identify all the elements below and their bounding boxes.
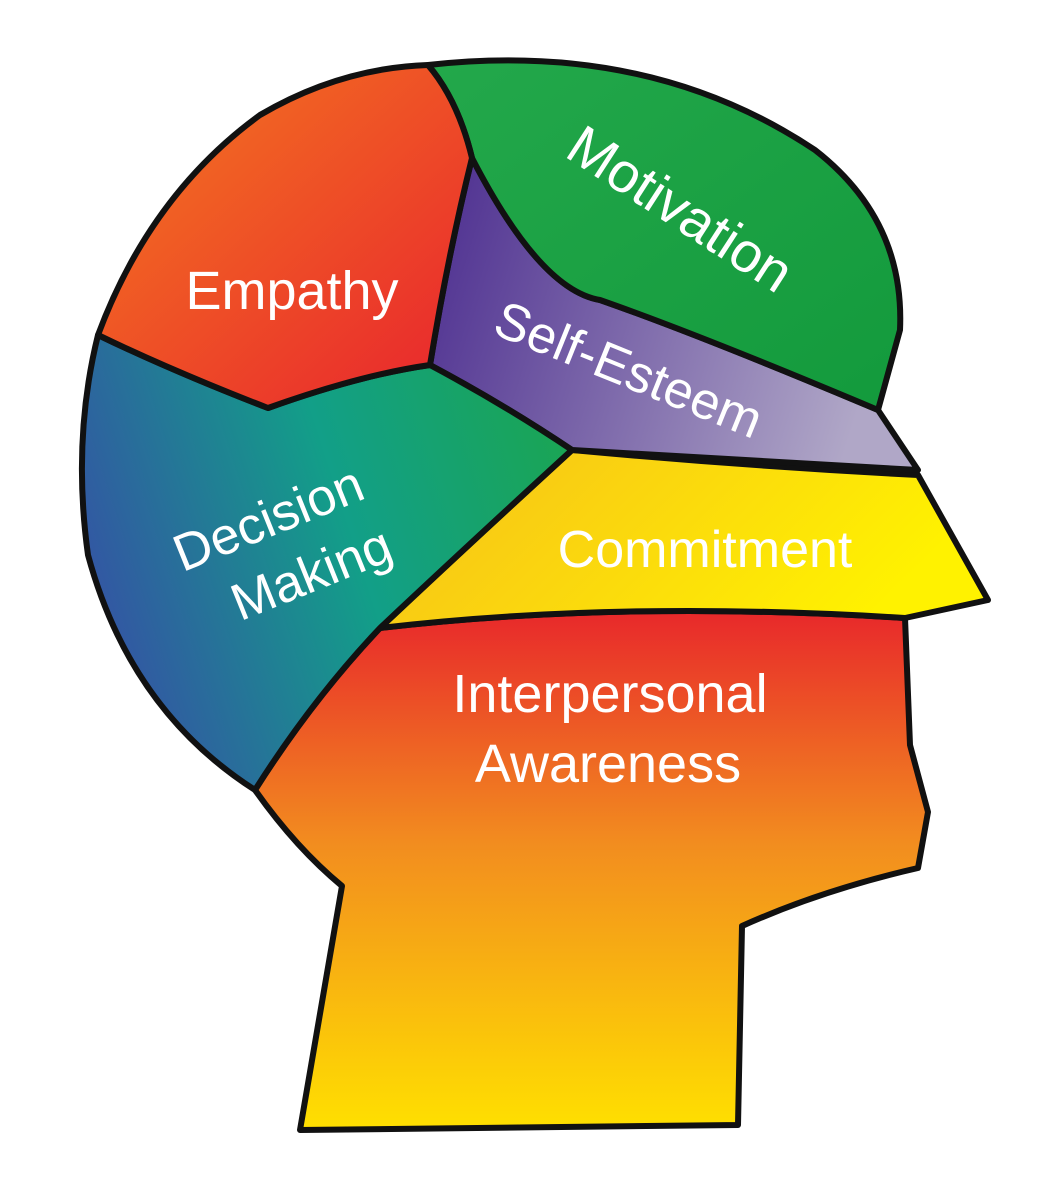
region-motivation [425, 57, 904, 413]
label-interpersonal-line1: Interpersonal [452, 664, 767, 724]
region-empathy [95, 62, 475, 411]
label-interpersonal-line2: Awareness [475, 734, 741, 794]
label-empathy: Empathy [185, 261, 398, 321]
label-commitment: Commitment [558, 521, 853, 579]
